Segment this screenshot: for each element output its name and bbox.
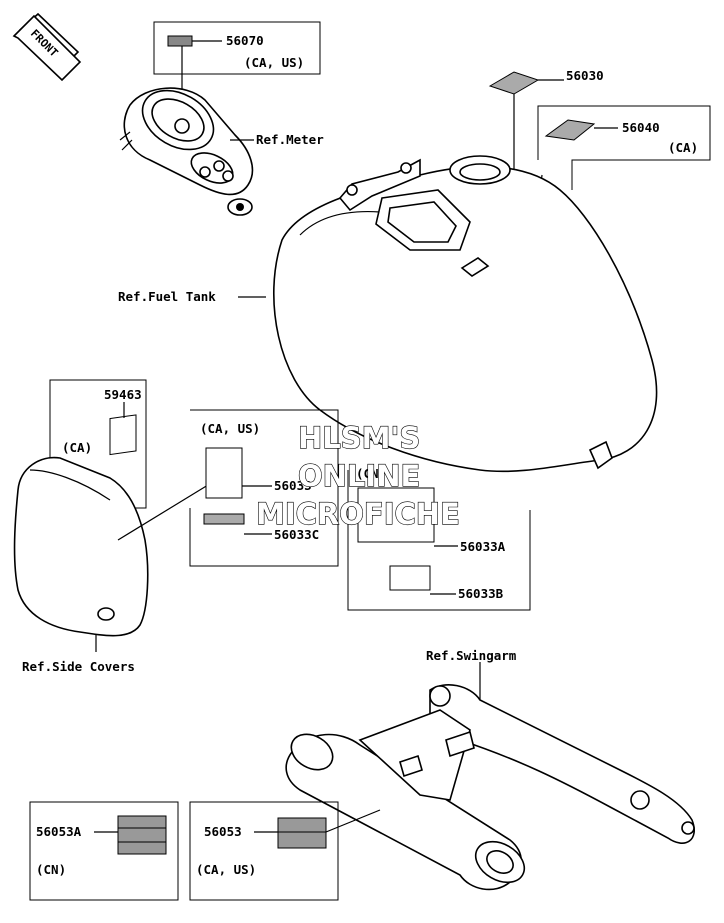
front-arrow-icon: FRONT: [12, 12, 82, 82]
label-decal-56033: [205, 447, 243, 499]
watermark: HLSM'S ONLINE MICROFICHE: [255, 420, 460, 531]
ref-swingarm: Ref.Swingarm: [426, 648, 517, 663]
watermark-line-1: HLSM'S: [298, 421, 420, 455]
region-59463: (CA): [62, 440, 92, 455]
meter-illustration: [119, 87, 254, 216]
part-56040: 56040: [622, 120, 660, 135]
part-59463: 59463: [104, 387, 142, 402]
ref-side-covers: Ref.Side Covers: [22, 659, 135, 674]
part-56030: 56030: [566, 68, 604, 83]
region-56033A: (CN): [356, 466, 386, 481]
region-56040: (CA): [668, 140, 698, 155]
watermark-line-2: ONLINE: [298, 459, 420, 493]
label-decal-56033A: [357, 487, 435, 543]
ref-meter: Ref.Meter: [256, 132, 324, 147]
side-cover-illustration: [13, 456, 149, 637]
part-56033: 56033: [274, 478, 312, 493]
label-decal-56053A: [117, 815, 167, 855]
region-56053: (CA, US): [196, 862, 256, 877]
label-decal-56033C: [203, 513, 245, 525]
label-decal-56030: [488, 71, 540, 95]
watermark-line-3: MICROFICHE: [256, 497, 460, 531]
swingarm-illustration: [285, 684, 695, 891]
region-56033: (CA, US): [200, 421, 260, 436]
box-56053A: [29, 801, 179, 901]
ref-fuel-tank: Ref.Fuel Tank: [118, 289, 216, 304]
label-decal-56033B: [389, 565, 431, 591]
region-56053A: (CN): [36, 862, 66, 877]
fuel-tank-illustration: [272, 155, 658, 473]
label-decal-59463: [109, 414, 137, 456]
part-56053: 56053: [204, 824, 242, 839]
label-decal-56053: [277, 817, 327, 849]
part-56033A: 56033A: [460, 539, 506, 554]
part-56033C: 56033C: [274, 527, 319, 542]
region-56070: (CA, US): [244, 55, 304, 70]
part-56053A: 56053A: [36, 824, 82, 839]
label-decal-56070: [167, 35, 193, 47]
part-56070: 56070: [226, 33, 264, 48]
label-decal-56040: [544, 119, 596, 141]
box-56053: [189, 801, 339, 901]
box-56070: [153, 21, 321, 75]
part-56033B: 56033B: [458, 586, 504, 601]
